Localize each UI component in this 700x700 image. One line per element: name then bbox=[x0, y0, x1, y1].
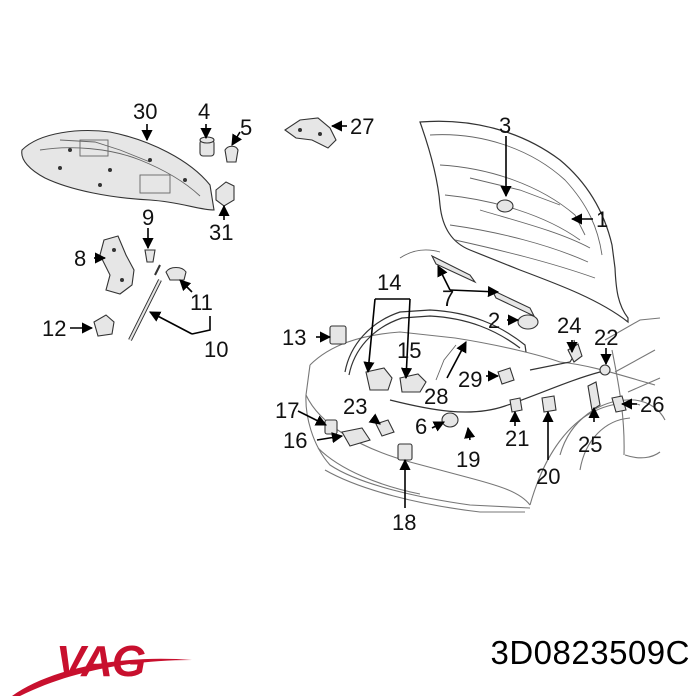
label-2: 2 bbox=[488, 308, 500, 333]
buffer-part-6 bbox=[441, 412, 459, 428]
label-30: 30 bbox=[133, 99, 157, 124]
vag-logo: VAG bbox=[12, 637, 192, 696]
clip-part-29 bbox=[497, 367, 515, 385]
label-15: 15 bbox=[397, 338, 421, 363]
part-number: 3D0823509C bbox=[490, 634, 690, 671]
label-9: 9 bbox=[142, 205, 154, 230]
cap-part-2 bbox=[517, 314, 539, 330]
cable-part-19 bbox=[389, 371, 601, 413]
label-13: 13 bbox=[282, 325, 306, 350]
hood-panel bbox=[419, 120, 629, 324]
label-18: 18 bbox=[392, 510, 416, 535]
label-23: 23 bbox=[343, 394, 367, 419]
bump-stop-part-4 bbox=[199, 136, 215, 157]
logo-swoosh bbox=[12, 658, 192, 696]
label-12: 12 bbox=[42, 316, 66, 341]
clip-part-20 bbox=[541, 395, 557, 413]
label-24: 24 bbox=[557, 313, 581, 338]
label-28: 28 bbox=[424, 384, 448, 409]
label-5: 5 bbox=[240, 115, 252, 140]
label-6: 6 bbox=[415, 414, 427, 439]
label-20: 20 bbox=[536, 464, 560, 489]
label-19: 19 bbox=[456, 447, 480, 472]
hood-insulation-pad bbox=[21, 130, 215, 211]
label-7: 7 bbox=[442, 286, 454, 311]
cable-part-25 bbox=[587, 381, 601, 411]
clip-part-11 bbox=[165, 266, 187, 281]
label-3: 3 bbox=[499, 113, 511, 138]
wiper-blade-part-7 bbox=[399, 249, 536, 318]
label-29: 29 bbox=[458, 367, 482, 392]
label-10: 10 bbox=[204, 337, 228, 362]
label-14: 14 bbox=[377, 270, 401, 295]
label-25: 25 bbox=[578, 432, 602, 457]
hinge-part-8 bbox=[99, 235, 135, 295]
label-4: 4 bbox=[198, 99, 210, 124]
label-22: 22 bbox=[594, 325, 618, 350]
clip-part-28 bbox=[435, 344, 457, 381]
hinge-part-27 bbox=[284, 117, 337, 149]
label-1: 1 bbox=[596, 207, 608, 232]
handle-part-22 bbox=[599, 364, 611, 376]
label-16: 16 bbox=[283, 428, 307, 453]
label-21: 21 bbox=[505, 426, 529, 451]
label-11: 11 bbox=[190, 290, 213, 315]
clip-part-5 bbox=[224, 145, 239, 163]
bracket-part-16 bbox=[341, 427, 371, 447]
bolt-part-9 bbox=[144, 249, 156, 263]
logo-wordmark: VAG bbox=[56, 637, 145, 686]
gas-strut-part-10 bbox=[128, 264, 162, 341]
label-31: 31 bbox=[209, 220, 233, 245]
bracket-part-31 bbox=[215, 181, 235, 207]
label-17: 17 bbox=[275, 398, 299, 423]
leader-lines bbox=[70, 120, 637, 508]
callout-labels: 30 4 5 27 31 9 8 11 12 10 3 1 7 2 24 22 … bbox=[42, 99, 664, 535]
seal-part-14 bbox=[344, 309, 527, 376]
latch-part-15 bbox=[365, 367, 427, 393]
label-26: 26 bbox=[640, 392, 664, 417]
bracket-part-18 bbox=[397, 443, 413, 461]
clip-part-21 bbox=[509, 397, 523, 413]
bracket-part-12 bbox=[93, 314, 115, 337]
label-8: 8 bbox=[74, 246, 86, 271]
clip-part-17 bbox=[324, 419, 338, 435]
latch-part-13 bbox=[329, 325, 347, 345]
label-27: 27 bbox=[350, 114, 374, 139]
